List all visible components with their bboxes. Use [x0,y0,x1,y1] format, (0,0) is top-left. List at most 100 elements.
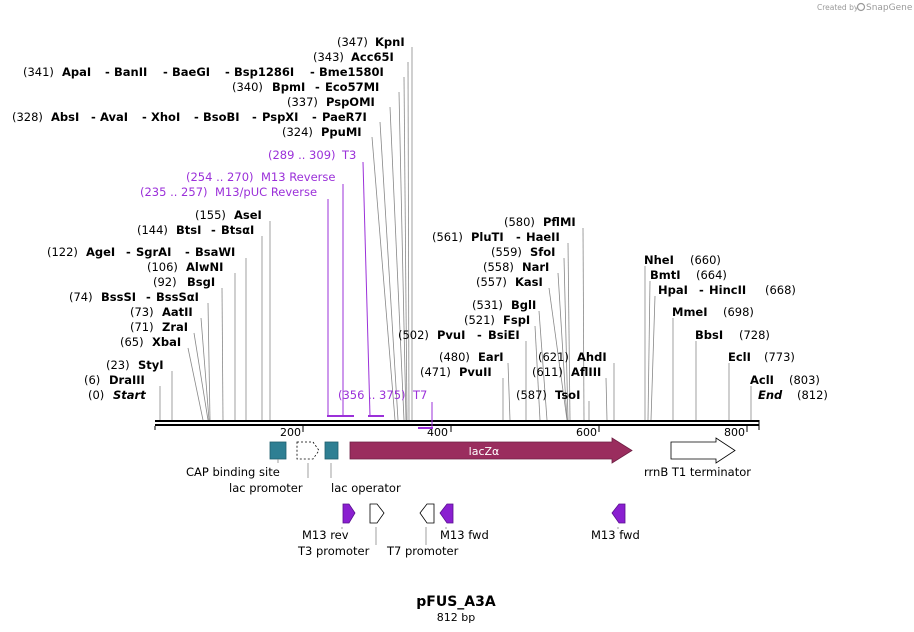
svg-text:PspOMI: PspOMI [326,95,375,109]
svg-text:(0): (0) [88,388,104,402]
svg-text:(324): (324) [282,125,313,139]
snapgene-logo-icon [856,2,866,12]
site-draiii: (6) DraIII [84,373,145,387]
svg-text:(337): (337) [287,95,318,109]
feature-m13-fwd-2: M13 fwd [591,503,640,542]
svg-text:StyI: StyI [138,358,164,372]
svg-text:-: - [211,223,216,237]
svg-text:lacZα: lacZα [469,445,500,458]
svg-text:(106): (106) [147,260,178,274]
svg-text:-: - [142,110,147,124]
svg-text:SfoI: SfoI [530,245,555,259]
site-tsoi: (587) TsoI [516,388,580,402]
svg-text:-: - [225,65,230,79]
svg-text:KasI: KasI [515,275,543,289]
svg-text:-: - [185,245,190,259]
svg-text:T3 promoter: T3 promoter [297,544,370,558]
svg-text:(698): (698) [723,305,754,319]
site-apai-group: (341) ApaI - BanII - BaeGI - Bsp1286I - … [23,65,384,79]
map-title: pFUS_A3A [416,594,496,610]
svg-text:PluTI: PluTI [471,230,504,244]
ruler-label-800: 800 [724,426,745,439]
site-styi: (23) StyI [106,358,164,372]
svg-text:-: - [126,245,131,259]
svg-text:lac operator: lac operator [331,481,401,495]
svg-text:KpnI: KpnI [375,35,405,49]
svg-text:End: End [758,388,783,402]
svg-text:T7 promoter: T7 promoter [386,544,459,558]
svg-text:SgrAI: SgrAI [136,245,171,259]
svg-text:-: - [477,328,482,342]
svg-text:-: - [163,65,168,79]
svg-text:PspXI: PspXI [262,110,298,124]
svg-text:BssSαI: BssSαI [156,290,199,304]
svg-text:M13 Reverse: M13 Reverse [261,170,335,184]
svg-text:BsoBI: BsoBI [203,110,240,124]
svg-text:(92): (92) [153,275,177,289]
site-eari: (480) EarI [439,350,504,364]
svg-text:EclI: EclI [728,350,751,364]
svg-text:(773): (773) [764,350,795,364]
svg-text:-: - [105,65,110,79]
svg-text:AbsI: AbsI [51,110,79,124]
site-pvuii: (471) PvuII [420,365,492,379]
svg-text:(557): (557) [476,275,507,289]
svg-text:lac promoter: lac promoter [229,481,303,495]
svg-text:BssSI: BssSI [101,290,136,304]
site-btsi-group: (144) BtsI - BtsαI [137,223,254,237]
svg-text:M13 fwd: M13 fwd [440,528,489,542]
svg-text:(328): (328) [12,110,43,124]
svg-text:-: - [91,110,96,124]
svg-text:AgeI: AgeI [86,245,115,259]
svg-text:(122): (122) [47,245,78,259]
svg-text:(502): (502) [398,328,429,342]
svg-text:(74): (74) [69,290,93,304]
primer-t7: (356 .. 375) T7 [338,388,433,429]
sequence-backbone [155,420,759,426]
site-kasi: (557) KasI [476,275,543,289]
svg-text:HincII: HincII [709,283,746,297]
svg-text:Bme1580I: Bme1580I [319,65,384,79]
svg-text:PaeR7I: PaeR7I [322,110,367,124]
site-bsgi: (92) BsgI [153,275,215,289]
svg-text:BsgI: BsgI [187,275,215,289]
site-hpai-group: HpaI - HincII (668) [658,283,796,297]
svg-text:M13 rev: M13 rev [302,528,349,542]
site-fspi: (521) FspI [464,313,530,327]
feature-m13-rev: M13 rev [302,503,356,542]
svg-text:XhoI: XhoI [151,110,180,124]
svg-text:(6): (6) [84,373,100,387]
svg-text:ApaI: ApaI [62,65,91,79]
site-xbai: (65) XbaI [120,335,181,349]
svg-text:(347): (347) [337,35,368,49]
svg-text:-: - [194,110,199,124]
site-zrai: (71) ZraI [130,320,188,334]
svg-text:(254 .. 270): (254 .. 270) [186,170,254,184]
site-bgli: (531) BglI [472,298,536,312]
svg-text:BtsαI: BtsαI [221,223,254,237]
svg-text:(471): (471) [420,365,451,379]
site-acli: AclI (803) [750,373,820,387]
primer-m13-puc-reverse: (235 .. 257) M13/pUC Reverse [140,185,344,417]
svg-text:AseI: AseI [234,208,262,222]
svg-text:AclI: AclI [750,373,774,387]
svg-text:AatII: AatII [162,305,193,319]
ruler-label-200: 200 [280,426,301,439]
svg-text:(621): (621) [538,350,569,364]
site-afliii: (611) AflIII [532,365,601,379]
credit-text: Created by [817,3,859,12]
site-agei-group: (122) AgeI - SgrAI - BsaWI [47,245,235,259]
svg-text:HaeII: HaeII [526,230,560,244]
svg-text:BsiEI: BsiEI [488,328,520,342]
svg-text:AhdI: AhdI [577,350,607,364]
svg-text:(144): (144) [137,223,168,237]
svg-text:(660): (660) [690,253,721,267]
svg-text:EarI: EarI [478,350,504,364]
site-start: (0) Start [88,388,146,402]
svg-text:BglI: BglI [511,298,536,312]
feature-cap-binding-site: CAP binding site [186,441,287,479]
svg-text:T3: T3 [341,148,356,162]
svg-text:(356 .. 375): (356 .. 375) [338,388,406,402]
svg-text:(580): (580) [504,215,535,229]
